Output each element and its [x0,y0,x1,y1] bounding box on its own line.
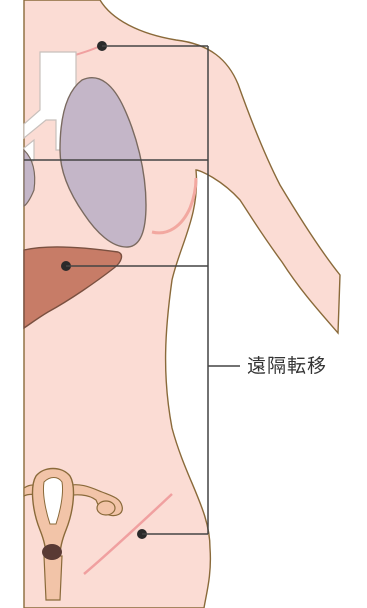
distant-metastasis-label: 遠隔転移 [247,351,327,378]
